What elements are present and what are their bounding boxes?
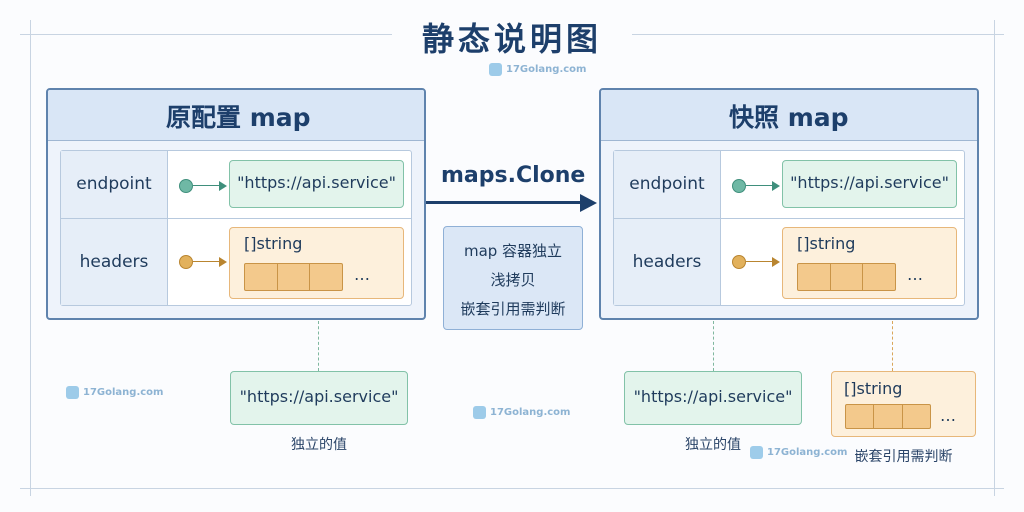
arrowhead-icon [772,257,780,267]
pointer-dot [732,255,746,269]
slice-ellipsis: … [354,265,372,284]
arrowhead-icon [772,181,780,191]
note-line: map 容器独立 [463,242,563,260]
frame-right-line [994,20,995,496]
watermark: 17Golang.com [489,63,586,76]
panel-title: 快照 map [729,103,849,132]
watermark-logo-icon [750,446,763,459]
frame-top-left-line [20,34,392,35]
slice-cell [874,405,903,428]
pointer-arrow [193,261,221,262]
slice-cell [278,264,311,290]
independent-value-caption: 独立的值 [685,437,741,453]
note-line: 浅拷贝 [490,271,536,289]
key-column [61,151,168,305]
slice-cell [846,405,875,428]
map-key-headers: headers [79,252,149,272]
row-divider [61,218,411,219]
slice-cell [798,264,831,290]
pointer-dot [732,179,746,193]
arrowhead-icon [219,257,227,267]
slice-cell [310,264,342,290]
map-key-endpoint: endpoint [76,174,152,194]
endpoint-value-box: "https://api.service" [229,160,404,208]
headers-slice-box: []string … [229,227,404,299]
clone-notes-box: map 容器独立 浅拷贝 嵌套引用需判断 [443,226,583,330]
shared-slice-box: []string … [831,371,976,437]
watermark: 17Golang.com [473,406,570,419]
note-line: 嵌套引用需判断 [460,300,566,318]
dashed-connector [713,321,714,371]
row-divider [614,218,964,219]
independent-value-caption: 独立的值 [291,437,347,453]
pointer-arrow [746,185,774,186]
slice-type-label: []string [797,234,856,253]
independent-value-box: "https://api.service" [624,371,802,425]
slice-elements [244,263,343,291]
watermark-logo-icon [473,406,486,419]
shared-slice-caption: 嵌套引用需判断 [854,449,953,465]
panel-header: 快照 map [601,90,977,141]
key-column [614,151,721,305]
arrowhead-icon [580,194,597,212]
clone-function-label: maps.Clone [441,163,586,188]
slice-type-label: []string [244,234,303,253]
pointer-arrow [193,185,221,186]
watermark-logo-icon [489,63,502,76]
slice-elements [845,404,931,429]
dashed-connector [892,321,893,371]
slice-cell [245,264,278,290]
slice-cell [903,405,930,428]
panel-header: 原配置 map [48,90,424,141]
frame-bottom-line [20,488,1004,489]
slice-cell [831,264,864,290]
arrowhead-icon [219,181,227,191]
watermark-logo-icon [66,386,79,399]
slice-ellipsis: … [940,406,958,425]
slice-elements [797,263,896,291]
independent-value-box: "https://api.service" [230,371,408,425]
snapshot-map-panel: 快照 map endpoint headers "https://api.ser… [599,88,979,320]
pointer-dot [179,255,193,269]
map-entries: endpoint headers "https://api.service" [… [60,150,412,306]
original-map-panel: 原配置 map endpoint headers "https://api.se… [46,88,426,320]
frame-left-line [30,20,31,496]
dashed-connector [318,321,319,371]
pointer-arrow [746,261,774,262]
map-key-endpoint: endpoint [629,174,705,194]
headers-slice-box: []string … [782,227,957,299]
slice-cell [863,264,895,290]
diagram-title: 静态说明图 [421,20,602,58]
watermark: 17Golang.com [750,446,847,459]
pointer-dot [179,179,193,193]
panel-title: 原配置 map [166,103,311,132]
clone-arrow [426,201,582,204]
map-entries: endpoint headers "https://api.service" [… [613,150,965,306]
slice-ellipsis: … [907,265,925,284]
endpoint-value-box: "https://api.service" [782,160,957,208]
frame-top-right-line [632,34,1004,35]
map-key-headers: headers [632,252,702,272]
slice-type-label: []string [844,379,903,398]
watermark: 17Golang.com [66,386,163,399]
